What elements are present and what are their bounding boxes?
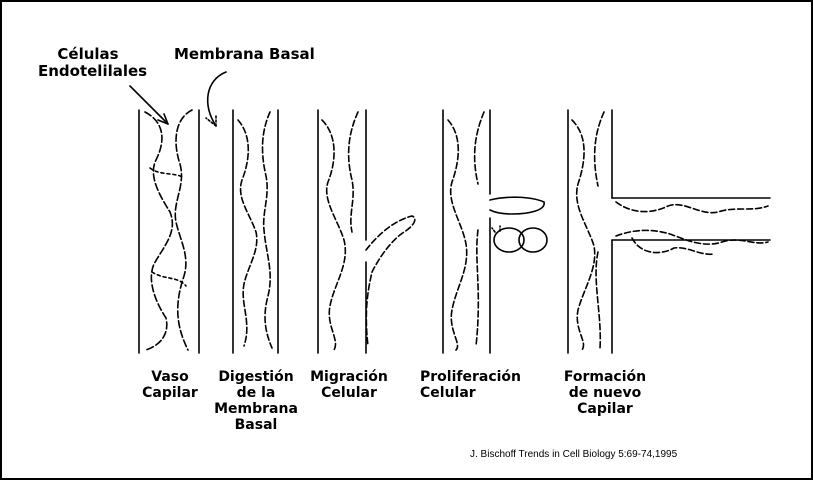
cells-label-line2: Endotelilales (38, 63, 138, 80)
membrane-label: Membrana Basal (174, 46, 315, 63)
stage-label-line: Proliferación (420, 369, 521, 385)
stage-label-line: Digestión (208, 369, 304, 385)
stage-label-line: de la (208, 385, 304, 401)
stage-label-line: Capilar (560, 401, 650, 417)
stage-label-line: Formación (560, 369, 650, 385)
stage-label-line: Celular (420, 385, 521, 401)
stage-label-migration: Migración Celular (306, 369, 392, 401)
membrane-pointer-arrow (206, 72, 226, 126)
stage-label-digestion: Digestión de la Membrana Basal (208, 369, 304, 433)
stage-label-line: Migración (306, 369, 392, 385)
stage-label-line: Vaso (125, 369, 215, 385)
cells-pointer-arrow (130, 86, 168, 124)
cells-label-line1: Células (38, 46, 138, 63)
stage-label-line: de nuevo (560, 385, 650, 401)
stage-new-capillary (568, 110, 770, 353)
stage-label-vessel: Vaso Capilar (125, 369, 215, 401)
stage-migration (318, 110, 415, 353)
stage-label-line: Celular (306, 385, 392, 401)
stage-label-line: Capilar (125, 385, 215, 401)
stage-proliferation (443, 110, 547, 353)
stage-label-new-capillary: Formación de nuevo Capilar (560, 369, 650, 417)
stage-vessel (139, 110, 199, 353)
stage-digestion (233, 110, 278, 353)
stage-label-line: Basal (208, 417, 304, 433)
stage-label-line: Membrana (208, 401, 304, 417)
stage-label-proliferation: Proliferación Celular (420, 369, 521, 401)
cells-label: Células Endotelilales (38, 46, 138, 80)
citation-text: J. Bischoff Trends in Cell Biology 5:69-… (470, 449, 677, 460)
